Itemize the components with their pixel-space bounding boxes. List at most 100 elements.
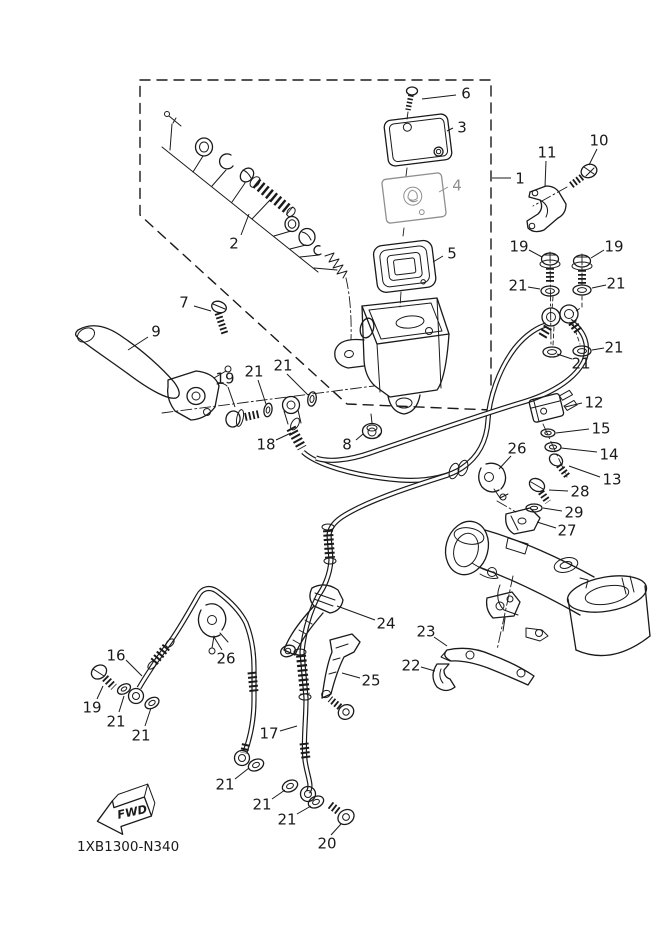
callout-21: 21 [508,277,527,295]
brake-hose-upper-second [315,318,590,463]
hose-clamp-part26-lower [197,603,229,655]
callout-leader-7 [193,305,212,312]
callout-12: 12 [584,394,603,412]
callout-19: 19 [215,370,234,388]
union-nut-part8 [361,422,383,440]
switch-bolt-part13 [548,453,571,480]
callout-leader-13 [568,465,601,478]
reservoir-diaphragm-part5 [372,239,437,293]
callout-5: 5 [447,245,457,263]
fwd-label: FWD [116,802,149,822]
piston-kit-part2 [161,111,348,279]
callout-leader-18 [275,432,292,441]
callout-19: 19 [509,238,528,256]
brake-hose-upper [301,322,547,483]
banjo-hardware-lever-side [225,391,317,451]
callout-29: 29 [564,504,583,522]
callout-leader-11 [544,160,547,188]
clamp-bolt-part10 [567,163,598,189]
callout-10: 10 [589,132,608,150]
callout-21: 21 [106,713,125,731]
diagram-code: 1XB1300-N340 [77,839,179,855]
callout-leader-21 [271,789,286,800]
callout-leader-21 [118,695,125,713]
callout-leader-21 [591,347,605,351]
brake-lever-part9 [74,325,232,421]
callout-leader-23 [433,636,448,647]
callout-11: 11 [537,144,556,162]
brake-switch-part12 [528,389,578,423]
callout-25: 25 [361,672,380,690]
callout-21: 21 [215,776,234,794]
reservoir-plate-part4 [381,172,447,224]
callout-leader-21 [296,805,312,815]
callout-leader-21 [556,353,573,360]
callout-24: 24 [376,615,395,633]
callout-leader-20 [330,823,342,836]
callout-22: 22 [401,657,420,675]
callout-9: 9 [151,323,161,341]
callout-leader-9 [127,336,149,351]
callout-leader-3 [446,127,454,132]
callout-13: 13 [602,471,621,489]
switch-washer-part15 [540,428,556,438]
callout-leader-27 [536,521,557,529]
strap-bracket-part23 [440,647,535,686]
callout-7: 7 [179,294,189,312]
callout-leader-24 [336,605,376,621]
clamp-axis-centerline [532,186,568,207]
callout-3: 3 [457,119,467,137]
lower-triple-clamp [444,520,651,657]
callout-19: 19 [82,699,101,717]
callout-21: 21 [131,727,150,745]
hook-clamp-part22 [432,663,456,692]
callout-leader-17 [279,725,298,732]
callout-leader-21 [234,767,250,780]
switch-axis-centerline [542,423,568,478]
fwd-arrow-marker: FWD [96,783,156,836]
callout-17: 17 [259,725,278,743]
callout-26: 26 [216,650,235,668]
bracket-bolt-lower [327,696,355,720]
callout-leader-19 [590,249,605,259]
bottom-left-fasteners [90,664,160,710]
hose-bracket-part24 [280,584,344,658]
callout-20: 20 [317,835,336,853]
callout-8: 8 [342,436,352,454]
callout-leader-12 [564,402,583,408]
callout-leader-2 [240,213,250,236]
right-banjo-cluster [538,251,593,358]
callout-leader-19 [96,685,104,700]
reservoir-screw-part6 [405,86,419,111]
callout-16: 16 [106,647,125,665]
callout-2: 2 [229,235,239,253]
handlebar-clamp-part11 [526,185,567,233]
callout-21: 21 [252,796,271,814]
callout-leader-21 [527,286,541,290]
callout-21: 21 [571,355,590,373]
clamp-to-bracket-centerline [496,500,517,513]
perch-bolt-part7 [211,300,229,336]
master-cylinder-body [334,297,450,424]
callout-23: 23 [416,623,435,641]
callout-leader-16 [125,659,143,677]
callout-15: 15 [591,420,610,438]
hose-clamp-part26-upper [478,462,509,501]
stem-small-brackets [485,591,549,642]
callout-leader-4 [438,186,449,193]
callout-leader-28 [548,489,569,492]
kit-to-cylinder-centerline [345,277,352,341]
callout-21: 21 [277,811,296,829]
hose-bracket-part25 [321,633,361,699]
callout-6: 6 [461,85,471,103]
callout-26: 26 [507,440,526,458]
callout-21: 21 [273,357,292,375]
assembly-boundary-box [139,79,492,411]
callout-18: 18 [256,436,275,454]
callout-leader-10 [588,148,598,166]
lever-axis-centerline [161,385,375,414]
callout-leader-21 [257,379,267,405]
